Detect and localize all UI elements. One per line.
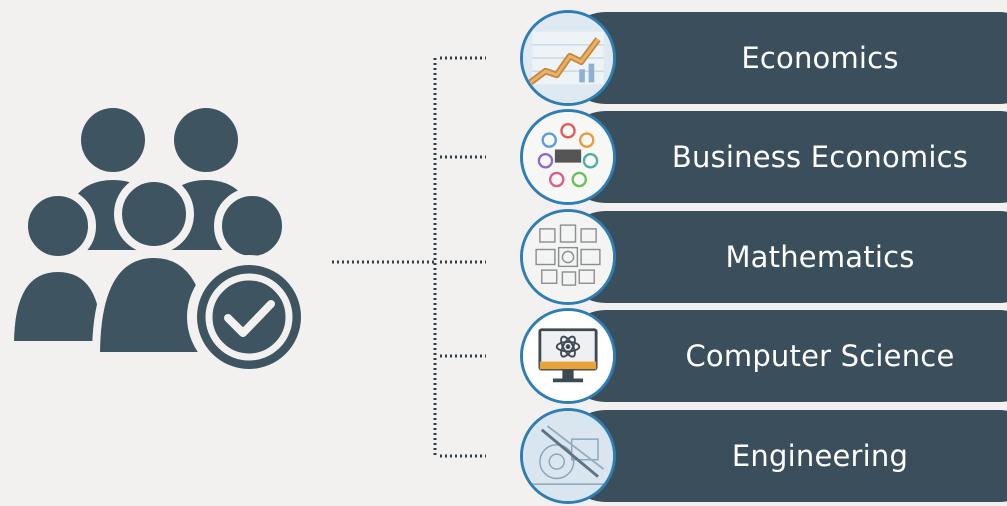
list-item-computer-science: Computer Science xyxy=(520,308,1007,406)
list-item-economics: Economics xyxy=(520,10,1007,108)
list-item-mathematics: Mathematics xyxy=(520,209,1007,307)
list-item-engineering: Engineering xyxy=(520,408,1007,506)
label-pill xyxy=(560,111,1007,203)
label-pill xyxy=(560,211,1007,303)
item-label: Computer Science xyxy=(685,339,955,373)
item-label: Mathematics xyxy=(725,240,915,274)
label-pill xyxy=(560,410,1007,502)
item-label: Business Economics xyxy=(671,140,969,174)
engineering-icon xyxy=(520,408,616,504)
users-group-check-icon xyxy=(5,108,311,379)
mathematics-icon xyxy=(520,209,616,305)
list-item-business-economics: Business Economics xyxy=(520,109,1007,207)
label-pill xyxy=(560,310,1007,402)
computer-science-icon xyxy=(520,308,616,404)
label-pill xyxy=(560,12,1007,104)
item-label: Economics xyxy=(741,41,899,75)
business-economics-icon xyxy=(520,109,616,205)
item-label: Engineering xyxy=(731,439,909,473)
economics-chart-icon xyxy=(520,10,616,106)
